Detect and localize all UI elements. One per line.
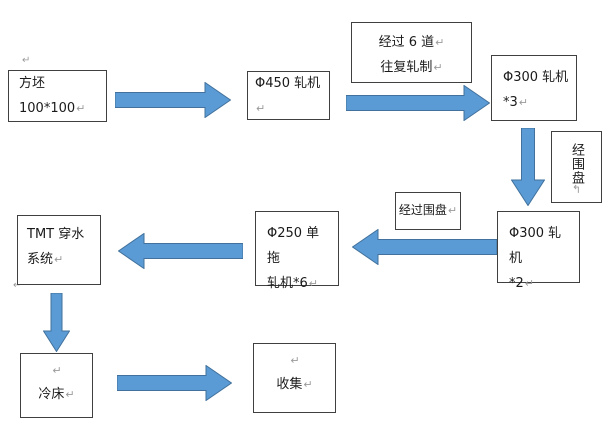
return-mark: ↵ — [290, 354, 300, 367]
node-tmt-water-system[interactable]: TMT 穿水 系统↵ — [17, 215, 101, 285]
node-mill-300x3[interactable]: Φ300 轧机 *3↵ — [491, 55, 577, 121]
return-mark: ↰ — [571, 183, 582, 196]
note-six-passes[interactable]: 经过 6 道↵ 往复轧制↵ — [351, 22, 472, 83]
return-mark: ↵ — [52, 364, 62, 377]
node-mill-450[interactable]: Φ450 轧机 ↵ — [247, 71, 330, 120]
return-mark: ↵ — [524, 277, 534, 290]
arrow-mill450-to-mill300x3[interactable] — [346, 85, 490, 121]
return-mark: ↵ — [65, 388, 75, 401]
arrow-cooling-bed-to-collect[interactable] — [117, 365, 232, 401]
node-billet[interactable]: 方坯 100*100↵ — [8, 70, 107, 122]
arrow-mill250-to-tmt[interactable] — [118, 233, 243, 269]
note-via-coil-vertical[interactable]: 经围盘 ↰ — [551, 131, 602, 203]
return-mark: ↵ — [22, 55, 31, 66]
node-label: Φ300 轧机 — [509, 226, 562, 266]
return-mark: ↵ — [518, 96, 528, 109]
node-label: Φ250 单拖 — [267, 226, 320, 266]
node-label: 轧机*6 — [267, 276, 308, 291]
node-label: 系统 — [27, 252, 54, 267]
node-label: 收集 — [276, 377, 303, 392]
note-line: 往复轧制 — [380, 60, 433, 75]
node-label: Φ300 轧机 — [503, 70, 569, 85]
note-line: 经过 6 道 — [378, 35, 435, 50]
arrow-tmt-to-cooling-bed[interactable] — [43, 293, 70, 352]
return-mark: ↵ — [447, 204, 458, 217]
arrow-mill300x3-to-mill300x2[interactable] — [511, 128, 545, 206]
return-mark: ↵ — [76, 102, 86, 115]
note-label: 经过围盘 — [398, 203, 447, 217]
arrow-mill300x2-to-mill250[interactable] — [352, 229, 497, 265]
node-label: *3 — [503, 95, 518, 110]
node-collect[interactable]: ↵ 收集↵ — [253, 343, 336, 413]
node-mill-250[interactable]: Φ250 单拖 轧机*6↵ — [255, 211, 339, 291]
node-label: Φ450 轧机 — [255, 75, 321, 91]
node-mill-300x2[interactable]: Φ300 轧机 *2↵ — [497, 211, 580, 291]
node-cooling-bed[interactable]: ↵ 冷床↵ — [20, 353, 93, 418]
node-label: *2 — [509, 276, 524, 291]
note-via-coil[interactable]: 经过围盘↵ — [395, 192, 461, 230]
return-mark: ↵ — [435, 36, 445, 49]
node-label: TMT 穿水 — [27, 227, 85, 242]
node-label: 方坯 100*100 — [19, 76, 76, 116]
return-mark: ↵ — [433, 61, 443, 74]
return-mark: ↵ — [13, 280, 22, 291]
arrow-billet-to-mill450[interactable] — [115, 82, 231, 118]
return-mark: ↵ — [256, 101, 266, 115]
return-mark: ↵ — [308, 277, 318, 290]
return-mark: ↵ — [303, 378, 313, 391]
return-mark: ↵ — [54, 253, 64, 266]
note-label: 经围盘 — [569, 143, 584, 185]
node-label: 冷床 — [38, 387, 65, 402]
